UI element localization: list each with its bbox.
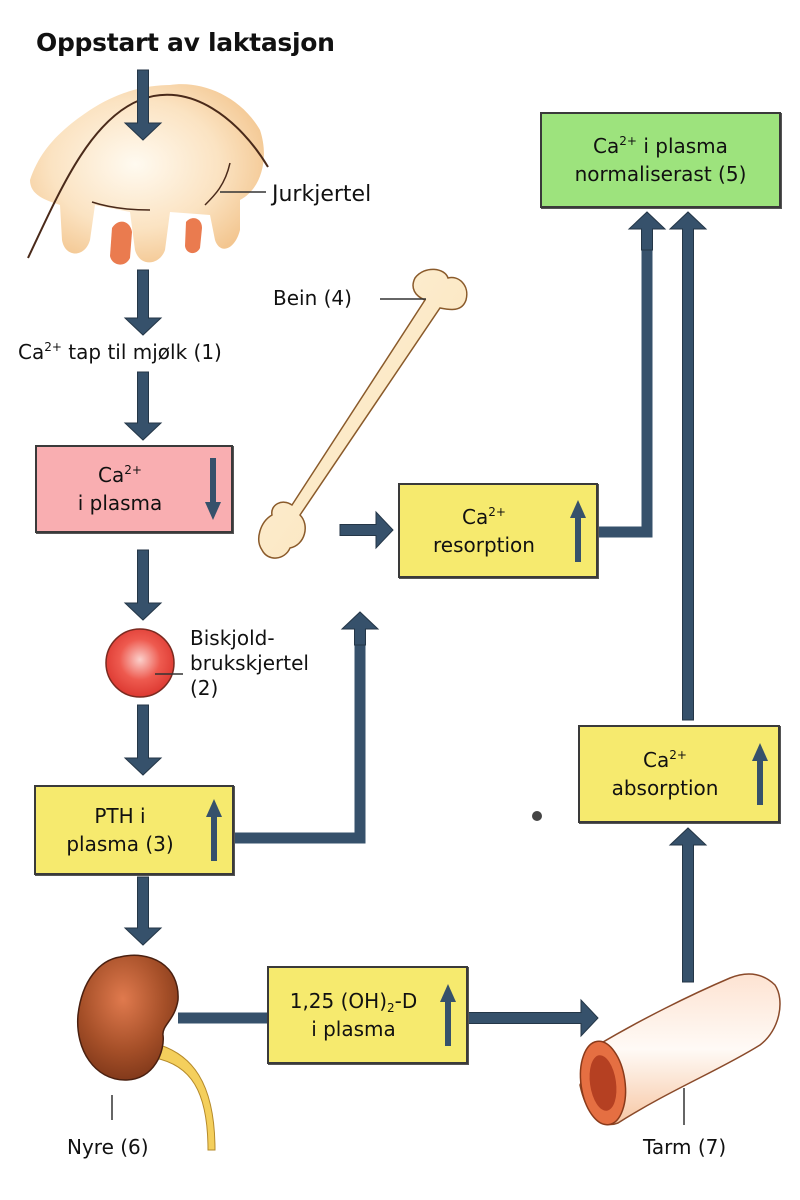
bone-label: Bein (4) <box>273 286 352 310</box>
teat-right <box>185 218 202 254</box>
arrow-milk-loss-to-plasma <box>123 371 163 441</box>
pth-plasma-text: PTH i plasma (3) <box>66 802 201 858</box>
parathyroid-label-line1: Biskjold- <box>190 626 275 650</box>
bone-illustration <box>258 268 468 559</box>
arrow-resorption-to-normalised <box>627 211 667 251</box>
arrow-vitd-to-intestine <box>467 998 599 1038</box>
arrow-up-icon <box>570 499 586 562</box>
box-text-oh: 1,25 (OH) <box>289 989 387 1013</box>
box-text-line1: PTH i <box>94 804 146 828</box>
box-text-line2: plasma (3) <box>66 832 174 856</box>
box-text-subscript: 2 <box>387 1001 395 1015</box>
box-text-superscript: 2+ <box>124 463 142 477</box>
calcium-resorption-text: Ca2+ resorption <box>433 503 563 559</box>
box-text-superscript: 2+ <box>488 504 506 519</box>
arrow-gland-to-pth <box>123 704 163 776</box>
intestine-lumen <box>589 1055 617 1111</box>
box-text-line2: normaliserast (5) <box>574 162 747 186</box>
milk-loss-label: Ca2+ tap til mjølk (1) <box>18 340 222 365</box>
box-text-superscript: 2+ <box>669 748 687 762</box>
box-text-ca: Ca <box>593 134 620 158</box>
plasma-calcium-normalised-text: Ca2+ i plasma normaliserast (5) <box>575 132 747 188</box>
milk-loss-superscript: 2+ <box>44 340 62 354</box>
plasma-calcium-low-box: Ca2+ i plasma <box>35 445 233 533</box>
arrow-plasma-to-gland <box>123 549 163 621</box>
arrow-udder-to-milk-loss <box>123 269 163 336</box>
udder-illustration <box>27 84 269 265</box>
connector-pth-to-bone <box>234 640 366 844</box>
vitamin-d-plasma-box: 1,25 (OH)2-D i plasma <box>267 966 468 1064</box>
arrow-intestine-to-absorption <box>668 827 708 983</box>
ureter <box>154 1044 216 1151</box>
calcium-absorption-text: Ca2+ absorption <box>612 746 747 802</box>
milk-loss-text: tap til mjølk (1) <box>61 340 222 364</box>
box-text-ca: Ca <box>643 748 670 772</box>
arrow-absorption-to-normalised <box>668 211 708 721</box>
plasma-calcium-low-text: Ca2+ i plasma <box>78 461 191 517</box>
flow-arrows <box>123 69 708 1038</box>
teat-left <box>110 221 132 265</box>
parathyroid-label-line3: (2) <box>190 676 219 700</box>
arrow-bone-to-resorption <box>339 510 394 550</box>
kidney-label: Nyre (6) <box>67 1135 149 1159</box>
udder-label: Jurkjertel <box>272 182 372 207</box>
kidney-illustration <box>76 954 216 1151</box>
diagram-title: Oppstart av laktasjon <box>36 28 335 57</box>
arrow-up-icon <box>206 799 222 861</box>
arrow-up-icon <box>440 984 456 1046</box>
plasma-calcium-normalised-box: Ca2+ i plasma normaliserast (5) <box>540 112 781 208</box>
parathyroid-gland-illustration <box>105 628 183 698</box>
calcium-resorption-box: Ca2+ resorption <box>398 483 598 578</box>
udder-body <box>30 84 264 263</box>
parathyroid-label-line2: brukskjertel <box>190 651 309 675</box>
connector-resorption-to-normalised <box>598 245 653 538</box>
calcium-absorption-box: Ca2+ absorption <box>578 725 780 823</box>
box-text-line2: absorption <box>611 776 719 800</box>
arrow-down-icon <box>205 458 221 520</box>
milk-loss-ca: Ca <box>18 340 45 364</box>
stray-dot <box>532 811 542 821</box>
box-text-line2: resorption <box>433 532 535 557</box>
intestine-label: Tarm (7) <box>643 1135 727 1159</box>
box-text-superscript: 2+ <box>619 134 637 148</box>
arrow-pth-to-kidney <box>123 876 163 946</box>
box-text-ca: Ca <box>98 463 125 487</box>
vitamin-d-plasma-text: 1,25 (OH)2-D i plasma <box>290 987 446 1043</box>
box-text-line2: i plasma <box>77 491 163 515</box>
box-text-ca: Ca <box>462 504 489 529</box>
box-text-line2: i plasma <box>311 1017 396 1041</box>
box-text-d: -D <box>394 989 418 1013</box>
pth-plasma-box: PTH i plasma (3) <box>34 785 234 875</box>
intestine-illustration <box>579 973 781 1126</box>
arrow-up-icon <box>752 743 768 805</box>
arrow-start-to-udder <box>123 69 163 141</box>
box-text-line1-rest: i plasma <box>636 134 728 158</box>
arrow-pth-to-bone <box>340 611 380 646</box>
parathyroid-label: Biskjold- brukskjertel (2) <box>190 626 309 701</box>
intestine-tube <box>579 973 781 1126</box>
kidney-body <box>76 954 179 1081</box>
